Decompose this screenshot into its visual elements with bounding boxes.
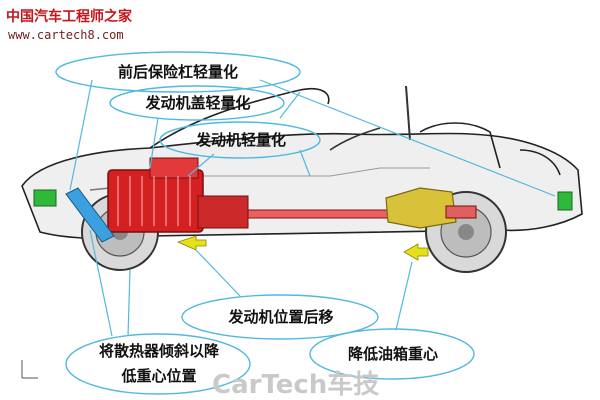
callout-tank-ellipse	[309, 328, 475, 380]
callout-radiator-text-line2: 低重心位置	[121, 367, 197, 385]
callout-hood-ellipse	[109, 85, 285, 121]
callout-position-ellipse	[181, 294, 379, 340]
footer-brand-cn: 车技	[327, 370, 380, 400]
callout-engine-ellipse	[159, 121, 321, 159]
engine-shift-arrow	[176, 235, 207, 251]
callout-hood-text: 发动机盖轻量化	[145, 94, 251, 112]
rear-axle	[445, 205, 477, 219]
callout-radiator-text-line1: 将散热器倾斜以降	[98, 342, 219, 360]
radiator	[65, 187, 115, 243]
footer-brand: CarTech车技	[212, 364, 379, 400]
rear-bumper-part	[557, 191, 573, 211]
footer-brand-latin: CarTech	[212, 370, 328, 400]
engine-block	[107, 157, 249, 233]
watermark-url: www.cartech8.com	[8, 28, 124, 42]
callout-engine-position-text: 发动机位置后移	[228, 308, 334, 326]
callout-bumper-ellipse	[55, 51, 301, 93]
callout-engine-text: 发动机轻量化	[195, 131, 286, 149]
callout-radiator-ellipse	[65, 333, 251, 395]
watermark-chinese: 中国汽车工程师之家	[6, 9, 132, 25]
fuel-tank	[385, 187, 457, 229]
tank-shift-arrow	[403, 243, 429, 261]
front-bumper-part	[33, 189, 57, 207]
callout-fuel-tank-text: 降低油箱重心	[347, 345, 438, 363]
callout-bumper-text: 前后保险杠轻量化	[117, 63, 238, 81]
axis-mark	[21, 360, 38, 379]
callout-leader-lines	[69, 79, 556, 337]
